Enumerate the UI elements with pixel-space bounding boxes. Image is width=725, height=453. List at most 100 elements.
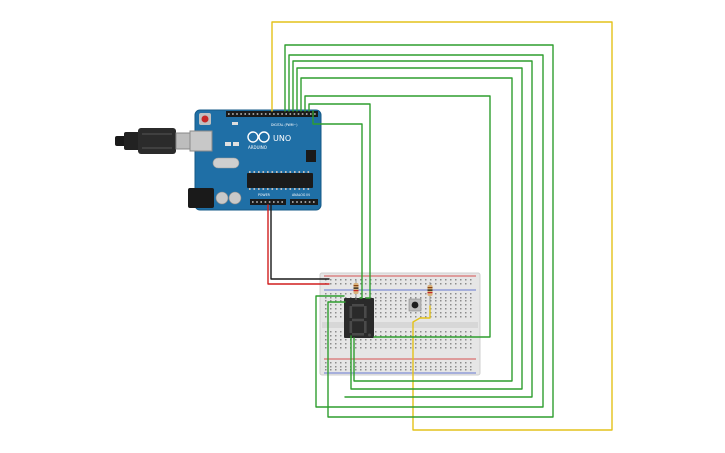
wire-green[interactable] (308, 103, 371, 299)
breadboard-hole (455, 369, 457, 371)
breadboard-hole (360, 366, 362, 368)
wire-green[interactable] (292, 60, 533, 398)
breadboard-hole (370, 279, 372, 281)
breadboard-hole (400, 366, 402, 368)
breadboard-hole (385, 347, 387, 349)
breadboard-hole (395, 283, 397, 285)
breadboard-hole (440, 362, 442, 364)
breadboard-hole (395, 366, 397, 368)
breadboard-hole (345, 293, 347, 295)
breadboard-hole (330, 308, 332, 310)
breadboard-hole (370, 369, 372, 371)
breadboard-hole (380, 293, 382, 295)
breadboard-hole (355, 347, 357, 349)
breadboard-hole (385, 279, 387, 281)
analog-pin-header[interactable] (290, 199, 318, 205)
breadboard-hole (355, 343, 357, 345)
breadboard-hole (435, 335, 437, 337)
breadboard-hole (410, 339, 412, 341)
breadboard-hole (455, 347, 457, 349)
breadboard-hole (420, 283, 422, 285)
push-button[interactable] (408, 298, 422, 312)
breadboard-hole (450, 297, 452, 299)
breadboard-hole (440, 297, 442, 299)
wire-green[interactable] (312, 110, 363, 299)
wire-green[interactable] (300, 77, 513, 382)
breadboard-hole (430, 297, 432, 299)
breadboard-hole (440, 300, 442, 302)
arduino-uno-board[interactable]: ARDUINO UNO DIGITAL (PWM~) POWER ANALOG … (188, 109, 322, 211)
usb-cable[interactable] (115, 128, 197, 154)
breadboard-hole (330, 304, 332, 306)
chip-pin (262, 188, 265, 190)
wire-green[interactable] (284, 44, 554, 418)
wire-black[interactable] (270, 204, 330, 280)
header-pin (256, 201, 258, 203)
header-pin (292, 201, 294, 203)
chip-pin (258, 188, 260, 190)
breadboard-hole (460, 366, 462, 368)
breadboard-hole (335, 316, 337, 318)
resistor[interactable] (427, 282, 433, 306)
breadboard-hole (455, 293, 457, 295)
wire-green[interactable] (304, 95, 491, 338)
breadboard-hole (375, 316, 377, 318)
breadboard-hole (470, 343, 472, 345)
seven-segment-display[interactable] (344, 298, 374, 338)
wire-green[interactable] (296, 67, 523, 390)
breadboard-hole (365, 369, 367, 371)
wire-green[interactable] (288, 54, 544, 408)
breadboard-hole (370, 366, 372, 368)
breadboard-hole (385, 304, 387, 306)
breadboard-hole (340, 369, 342, 371)
breadboard-hole (450, 347, 452, 349)
breadboard-hole (380, 283, 382, 285)
breadboard-hole (365, 339, 367, 341)
breadboard-hole (335, 300, 337, 302)
breadboard-hole (335, 308, 337, 310)
breadboard-hole (395, 312, 397, 314)
breadboard-hole (360, 279, 362, 281)
breadboard-hole (335, 347, 337, 349)
breadboard-hole (440, 335, 442, 337)
breadboard-hole (390, 343, 392, 345)
digital-pin-header[interactable] (226, 111, 318, 117)
wire-red[interactable] (267, 204, 330, 285)
breadboard-hole (390, 316, 392, 318)
breadboard-hole (405, 339, 407, 341)
breadboard-hole (375, 312, 377, 314)
breadboard-hole (415, 316, 417, 318)
breadboard-hole (395, 308, 397, 310)
breadboard-hole (325, 369, 327, 371)
breadboard-hole (410, 362, 412, 364)
breadboard-hole (425, 335, 427, 337)
breadboard-hole (440, 308, 442, 310)
breadboard-hole (385, 283, 387, 285)
breadboard-hole (395, 279, 397, 281)
breadboard-hole (385, 362, 387, 364)
resistor[interactable] (353, 280, 359, 300)
breadboard-hole (345, 279, 347, 281)
breadboard-hole (400, 283, 402, 285)
breadboard-hole (465, 300, 467, 302)
header-pin (260, 113, 263, 115)
breadboard-hole (430, 369, 432, 371)
breadboard-hole (455, 300, 457, 302)
chip-pin (276, 171, 278, 173)
breadboard-hole (325, 362, 327, 364)
wire-yellow[interactable] (271, 21, 613, 431)
breadboard-hole (425, 312, 427, 314)
breadboard-hole (420, 347, 422, 349)
breadboard-hole (400, 312, 402, 314)
breadboard-hole (400, 304, 402, 306)
breadboard-hole (410, 335, 412, 337)
capacitor (215, 191, 229, 205)
breadboard-hole (430, 335, 432, 337)
power-pin-header[interactable] (250, 199, 286, 205)
breadboard-hole (390, 300, 392, 302)
breadboard-hole (405, 335, 407, 337)
breadboard-hole (410, 366, 412, 368)
breadboard-hole (405, 279, 407, 281)
breadboard-hole (330, 312, 332, 314)
breadboard-hole (340, 343, 342, 345)
